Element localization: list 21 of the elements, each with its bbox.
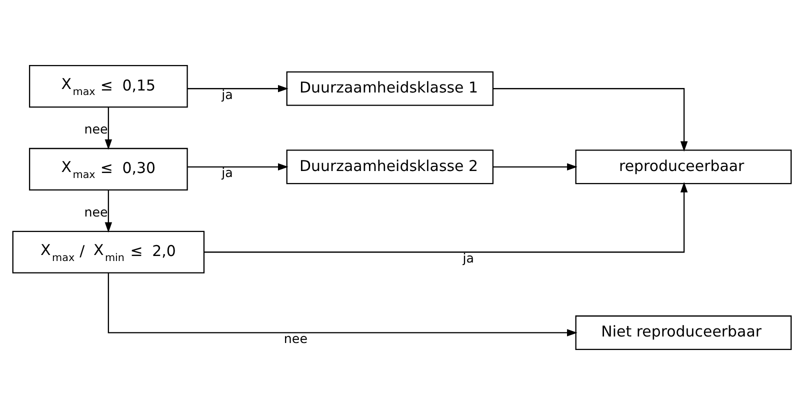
- arrow: [493, 163, 578, 171]
- node-box: Duurzaamheidsklasse 2: [286, 150, 494, 184]
- arrow: [204, 182, 688, 253]
- edge-label: nee: [84, 122, 108, 137]
- edge-label: ja: [222, 165, 233, 180]
- node-box: Niet reproduceerbaar: [575, 315, 792, 350]
- arrow: [108, 272, 578, 336]
- node-box: X$_{max}$ ≤ 0,30: [28, 148, 188, 191]
- node-box: X$_{max}$ ≤ 0,15: [28, 65, 188, 108]
- arrow: [188, 85, 288, 92]
- node-box: X$_{max}$ / X$_{min}$ ≤ 2,0: [12, 230, 205, 274]
- edge-label: ja: [462, 250, 474, 266]
- arrow: [104, 190, 112, 233]
- edge-label: ja: [222, 86, 233, 102]
- arrow: [493, 88, 688, 152]
- edge-label: nee: [284, 330, 308, 346]
- edge-label: nee: [84, 204, 108, 220]
- node-box: reproduceerbaar: [575, 150, 792, 184]
- node-box: Duurzaamheidsklasse 1: [286, 71, 494, 106]
- arrow: [104, 107, 112, 150]
- arrow: [188, 163, 288, 171]
